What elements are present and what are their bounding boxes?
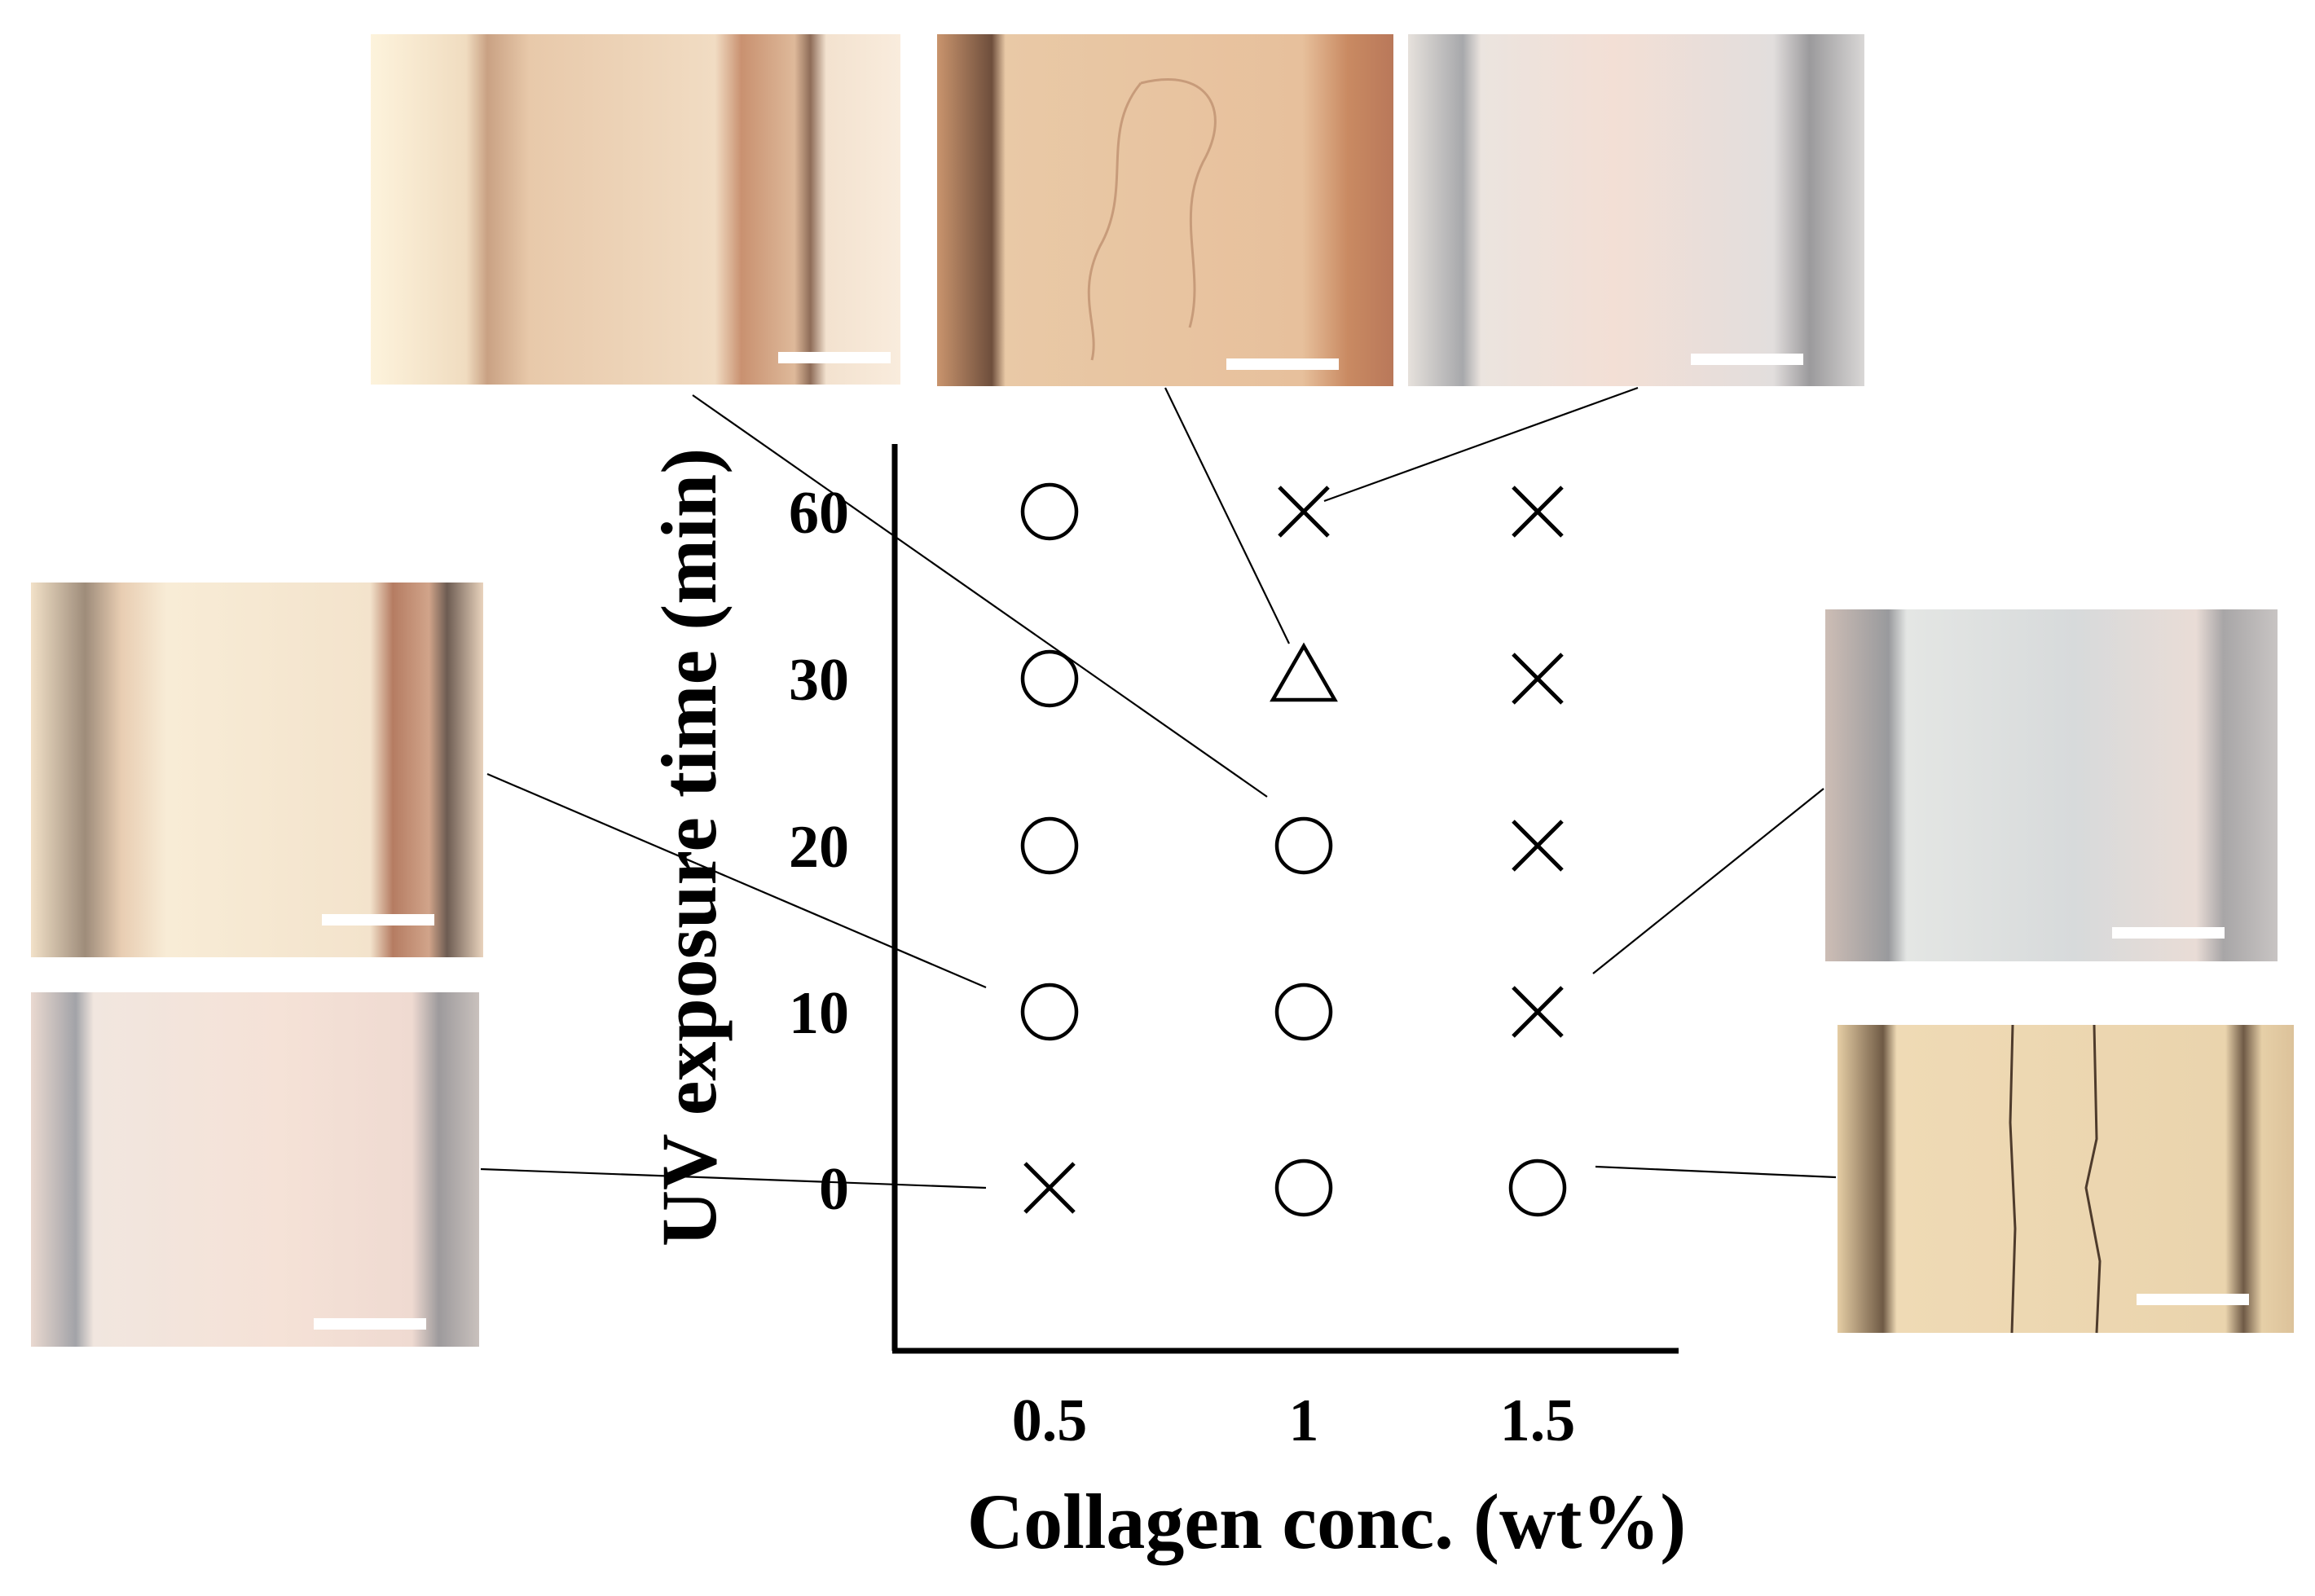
y-tick-labels: 0 10 20 30 60 [789,480,849,1223]
scale-bar [322,914,434,926]
micrograph-image [937,34,1393,386]
leader-line [486,772,987,989]
micrograph-tan-wide-band [371,34,900,385]
marker-cross [1278,486,1330,538]
micrograph-grey-pink [1408,34,1864,386]
marker-cross [1512,653,1564,705]
marker-cross [1512,986,1564,1038]
x-tick-label: 1.5 [1500,1387,1576,1454]
y-tick-label: 0 [819,1156,849,1223]
scale-bar [778,352,891,363]
micrograph-tan-wavy [937,34,1393,386]
micrograph-image [1837,1025,2294,1333]
data-markers [1020,482,1567,1217]
micrograph-image [31,583,483,957]
plot-axes [891,444,1679,1354]
micrograph-image [1825,609,2278,961]
leader-line [1592,788,1824,974]
x-tick-labels: 0.5 1 1.5 [1012,1387,1576,1454]
scale-bar [1226,358,1339,370]
marker-circle [1020,482,1079,541]
leader-line [1595,1165,1837,1179]
marker-circle [1020,816,1079,875]
marker-triangle [1270,642,1338,702]
wavy-boundary [1087,78,1217,361]
crack-lines [2009,1024,2102,1334]
leader-line [692,394,1268,798]
scale-bar [314,1318,426,1330]
scale-bar [2112,927,2225,939]
marker-circle [1274,1159,1333,1217]
micrograph-yellow-cracked [1837,1024,2294,1334]
leader-line [1323,386,1639,503]
x-tick-label: 0.5 [1012,1387,1088,1454]
x-tick-label: 1 [1289,1387,1319,1454]
y-tick-label: 20 [789,814,849,881]
x-axis-title: Collagen conc. (wt%) [967,1478,1687,1565]
y-axis-title: UV exposure time (min) [645,448,733,1246]
marker-circle [1020,983,1079,1041]
micrograph-pink-plain [31,992,479,1347]
micrograph-insets [31,34,2294,1347]
y-tick-label: 10 [789,980,849,1047]
micrograph-image [371,34,900,385]
marker-circle [1508,1159,1567,1217]
y-tick-label: 60 [789,480,849,547]
leader-lines [480,386,1837,1189]
micrograph-cream-bands [31,583,483,957]
marker-circle [1274,816,1333,875]
micrograph-image [31,992,479,1347]
scale-bar [1691,354,1803,365]
marker-cross [1023,1162,1076,1214]
marker-circle [1020,649,1079,708]
scale-bar [2137,1294,2249,1305]
leader-line [1164,387,1290,644]
marker-cross [1512,486,1564,538]
leader-line [480,1167,987,1189]
micrograph-grey-blue [1825,609,2278,961]
y-tick-label: 30 [789,647,849,714]
micrograph-image [1408,34,1864,386]
marker-cross [1512,820,1564,872]
marker-circle [1274,983,1333,1041]
